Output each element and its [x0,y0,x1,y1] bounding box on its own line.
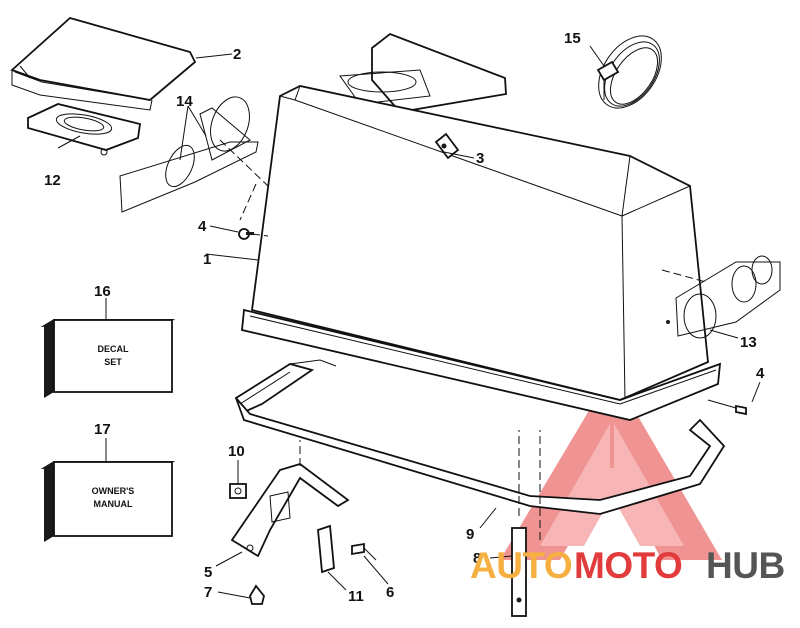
watermark-hub: HUB [706,545,785,586]
callout-16: 16 [94,283,111,300]
bolt-part [351,542,377,561]
callout-1: 1 [203,251,211,268]
rod-part [511,527,527,617]
cable-part [596,35,662,109]
decal-box-label-2: SET [104,357,122,367]
callout-2: 2 [233,46,241,63]
callout-3: 3 [476,150,484,167]
watermark-wordmark: AUTO MOTO HUB [470,545,785,586]
manual-box-label-1: OWNER'S [92,486,135,496]
engine-cover-part [241,32,722,421]
decal-sheet-part [119,96,259,213]
callout-11: 11 [348,588,364,605]
latch-part [434,132,460,160]
callout-8: 8 [473,550,481,567]
owners-manual-box: OWNER'S MANUAL [40,461,176,542]
side-decal-part [666,255,781,339]
callout-4-right: 4 [756,365,765,382]
callout-4-left: 4 [198,218,207,235]
callout-17: 17 [94,421,111,438]
watermark-moto: MOTO [574,545,682,586]
manual-box-label-2: MANUAL [94,499,133,509]
callout-5: 5 [204,564,212,581]
screw-part-right [707,399,747,416]
callout-labels: 1 2 3 4 4 5 6 7 8 9 10 11 12 13 14 15 16… [44,30,765,605]
callout-13: 13 [740,334,757,351]
decal-set-box: DECAL SET [40,319,176,398]
nut-part [229,483,247,499]
hood-lid-part [10,16,197,111]
clip-part [249,584,265,605]
callout-15: 15 [564,30,581,47]
callout-12: 12 [44,172,61,189]
leader-lines [57,45,761,599]
callout-9: 9 [466,526,474,543]
decal-box-label-1: DECAL [98,344,130,354]
callout-10: 10 [228,443,245,460]
vent-plate-part [27,103,142,156]
callout-14: 14 [176,93,193,110]
callout-7: 7 [204,584,212,601]
screw-part-left [238,228,254,240]
watermark-auto: AUTO [470,545,572,586]
callout-6: 6 [386,584,394,601]
bracket-part [230,463,350,558]
strap-part [317,524,335,574]
seal-frame-part [234,359,726,515]
